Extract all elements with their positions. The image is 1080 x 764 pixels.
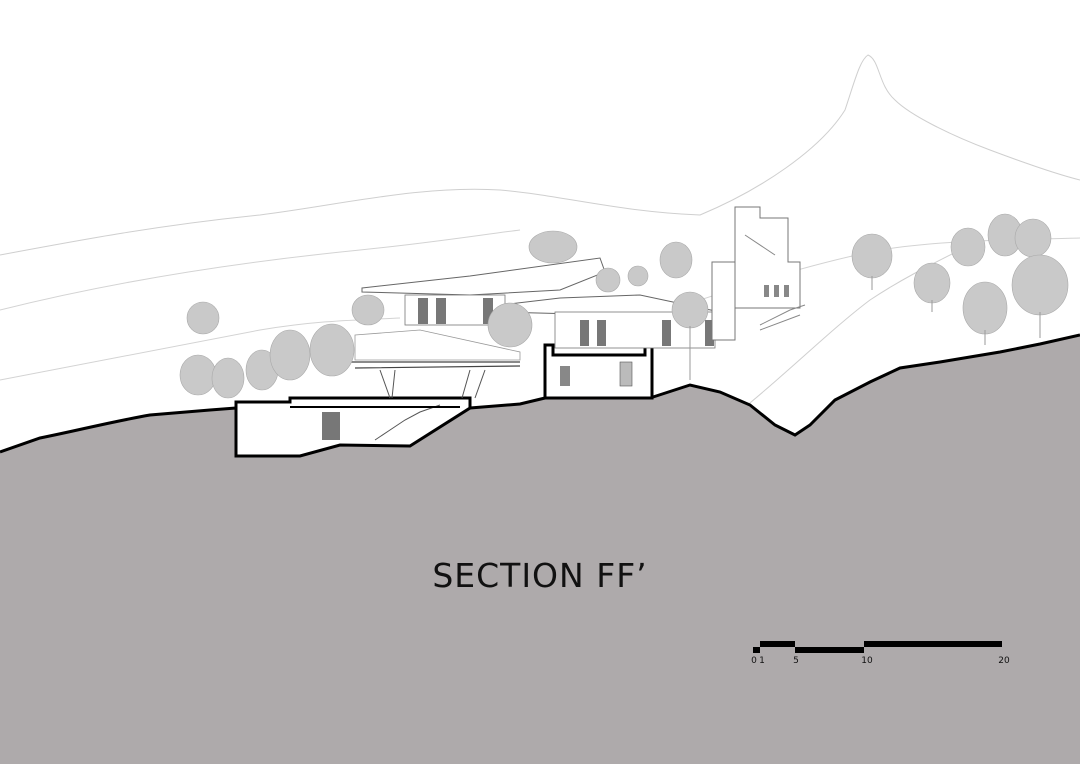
tower-window-1 <box>764 285 769 297</box>
upper-roof-left <box>361 257 606 296</box>
mid-pavilion-columns <box>379 369 486 399</box>
right-window-1 <box>580 320 589 346</box>
upper-window-3 <box>483 298 493 324</box>
tree <box>1011 254 1069 316</box>
mountain-peak-contour <box>0 54 1080 256</box>
right-window-2 <box>597 320 606 346</box>
tree <box>309 323 355 377</box>
hill-contour-2 <box>0 317 401 381</box>
tree <box>179 354 217 396</box>
ground-section <box>0 335 1080 764</box>
scale-label-10: 10 <box>861 656 873 666</box>
scale-bar-segment <box>864 641 1002 647</box>
tree <box>659 241 693 279</box>
tree-trunks <box>689 276 1041 380</box>
tree <box>962 281 1008 335</box>
scale-label-20: 20 <box>998 656 1010 666</box>
tree-group <box>179 213 1069 399</box>
scale-label-0: 0 <box>751 656 757 666</box>
tree <box>269 329 311 381</box>
tree <box>627 265 649 287</box>
tree <box>487 302 533 348</box>
lower-building-door <box>322 412 340 440</box>
mid-pavilion-roof <box>350 361 521 369</box>
tree <box>595 267 621 293</box>
tower-window-3 <box>784 285 789 297</box>
scale-bar-segment <box>795 647 864 653</box>
tree <box>351 294 385 326</box>
scale-bar <box>753 641 1002 653</box>
scale-label-5: 5 <box>793 656 799 666</box>
tower-window-2 <box>774 285 779 297</box>
mid-pavilion-canopy <box>354 329 521 361</box>
tree <box>950 227 986 267</box>
section-title: SECTION FF’ <box>432 556 648 595</box>
scale-bar-segment <box>753 647 760 653</box>
lower-building-stair <box>374 404 441 441</box>
scale-label-1: 1 <box>759 656 765 666</box>
central-door <box>619 361 633 387</box>
scale-bar-segment <box>760 641 795 647</box>
right-window-4 <box>705 320 714 346</box>
tower-stair <box>744 234 806 331</box>
upper-window-2 <box>436 298 446 324</box>
right-window-3 <box>662 320 671 346</box>
tree <box>913 262 951 304</box>
tree <box>186 301 220 335</box>
hill-contour-1 <box>0 229 521 311</box>
upper-window-1 <box>418 298 428 324</box>
lower-building-cut <box>234 396 472 458</box>
ground-profile-line <box>0 333 1080 454</box>
tower-building <box>711 206 801 341</box>
tree <box>851 233 893 279</box>
tree <box>528 230 578 264</box>
tree <box>1014 218 1052 258</box>
tree <box>211 357 245 399</box>
central-window <box>560 366 570 386</box>
tree <box>671 291 709 329</box>
